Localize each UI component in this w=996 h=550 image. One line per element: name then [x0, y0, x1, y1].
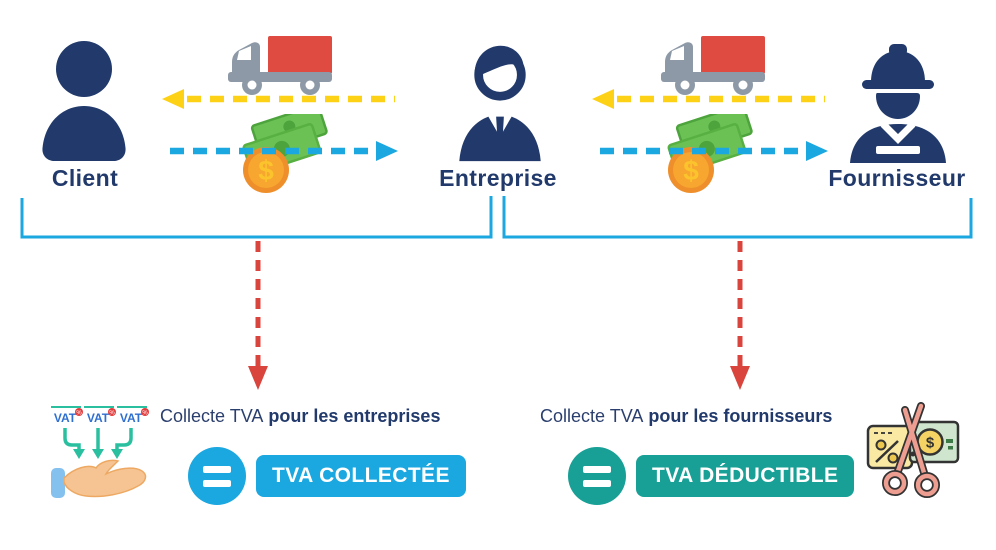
fournisseur-worker-icon	[850, 44, 946, 163]
equals-icon-left	[188, 447, 246, 505]
percent-glyph: %	[142, 411, 148, 417]
percent-glyph: %	[76, 411, 82, 417]
caption-right-regular: Collecte TVA	[540, 406, 644, 426]
vat-tags: VAT VAT VAT % % %	[51, 406, 149, 425]
tax-cut-scissors-icon: $	[866, 402, 960, 498]
span-brackets	[20, 196, 973, 239]
truck-icon-left	[228, 36, 332, 95]
vat-tag-text: VAT	[54, 411, 77, 425]
money-arrow-right-icon	[600, 141, 828, 161]
entreprise-label: Entreprise	[439, 165, 557, 191]
percent-glyph: %	[109, 411, 115, 417]
vat-collect-hand-icon: VAT VAT VAT % % %	[51, 406, 149, 498]
client-label: Client	[51, 165, 119, 191]
vat-in-arrows	[63, 428, 133, 450]
dollar-glyph: $	[683, 155, 699, 186]
tva-down-arrows	[248, 241, 750, 390]
dollar-glyph: $	[926, 435, 935, 452]
client-person-icon	[42, 41, 126, 161]
fournisseur-label: Fournisseur	[828, 165, 966, 191]
entreprise-businessman-icon	[459, 45, 541, 162]
badge-tva-deductible: TVA DÉDUCTIBLE	[636, 455, 855, 497]
dollar-glyph: $	[258, 155, 274, 186]
money-icon-right: $	[667, 114, 753, 193]
caption-right-bold: pour les fournisseurs	[648, 406, 833, 426]
caption-left-regular: Collecte TVA	[160, 406, 264, 426]
goods-arrow-left-icon	[162, 89, 395, 109]
vat-tag-text: VAT	[87, 411, 110, 425]
badge-tva-collectee: TVA COLLECTÉE	[256, 455, 466, 497]
money-arrow-left-icon	[170, 141, 398, 161]
caption-left-bold: pour les entreprises	[268, 406, 441, 426]
vat-tag-text: VAT	[120, 411, 143, 425]
goods-arrow-right-icon	[592, 89, 825, 109]
truck-icon-right	[661, 36, 765, 95]
equals-icon-right	[568, 447, 626, 505]
